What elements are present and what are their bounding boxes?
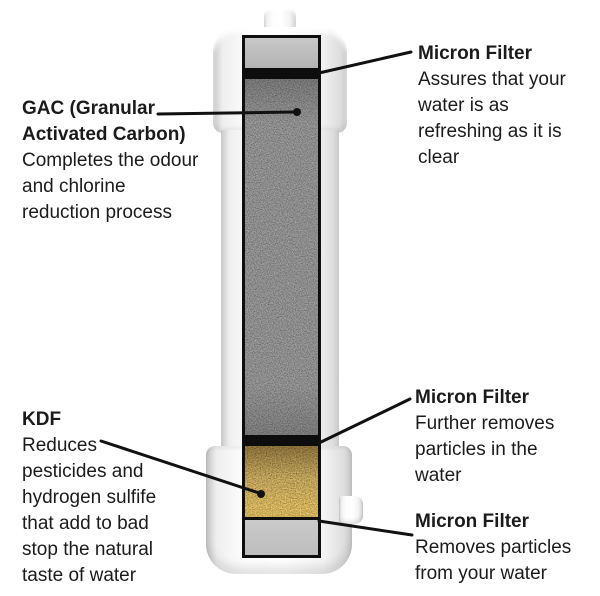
callout-micron-filter-middle: Micron Filter Further removes particles … — [415, 385, 593, 489]
callout-micron-bottom-description: Removes particles from your water — [415, 537, 572, 584]
callout-micron-middle-description: Further removes particles in the water — [415, 413, 555, 486]
filter-outlet-nub — [339, 496, 363, 524]
callout-gac-description: Completes the odour and chlorine reducti… — [22, 150, 199, 223]
carbon-shading-overlay — [245, 79, 318, 435]
callout-micron-filter-bottom: Micron Filter Removes particles from you… — [415, 509, 597, 587]
micron-filter-band-bottom — [245, 517, 318, 520]
callout-micron-filter-top: Micron Filter Assures that your water is… — [418, 41, 596, 171]
micron-filter-band-top — [245, 68, 318, 79]
filter-cutaway-window — [242, 35, 321, 558]
top-cap-section — [245, 38, 318, 68]
carbon-speckle-texture — [245, 79, 318, 435]
callout-kdf-description: Reduces pesticides and hydrogen sulfife … — [22, 435, 157, 586]
callout-micron-top-title: Micron Filter — [418, 43, 533, 64]
callout-gac: GAC (Granular Activated Carbon) Complete… — [22, 96, 237, 226]
callout-micron-middle-title: Micron Filter — [415, 387, 530, 408]
callout-kdf-title: KDF — [22, 409, 62, 430]
bottom-cap-section — [245, 520, 318, 555]
callout-gac-title: GAC (Granular Activated Carbon) — [22, 98, 186, 145]
gac-carbon-media-section — [245, 79, 318, 435]
callout-micron-top-description: Assures that your water is as refreshing… — [418, 69, 566, 168]
kdf-media-section — [245, 446, 318, 517]
micron-filter-band-middle — [245, 435, 318, 446]
callout-kdf: KDF Reduces pesticides and hydrogen sulf… — [22, 407, 237, 589]
callout-micron-bottom-title: Micron Filter — [415, 511, 530, 532]
kdf-shading-overlay — [245, 446, 318, 517]
